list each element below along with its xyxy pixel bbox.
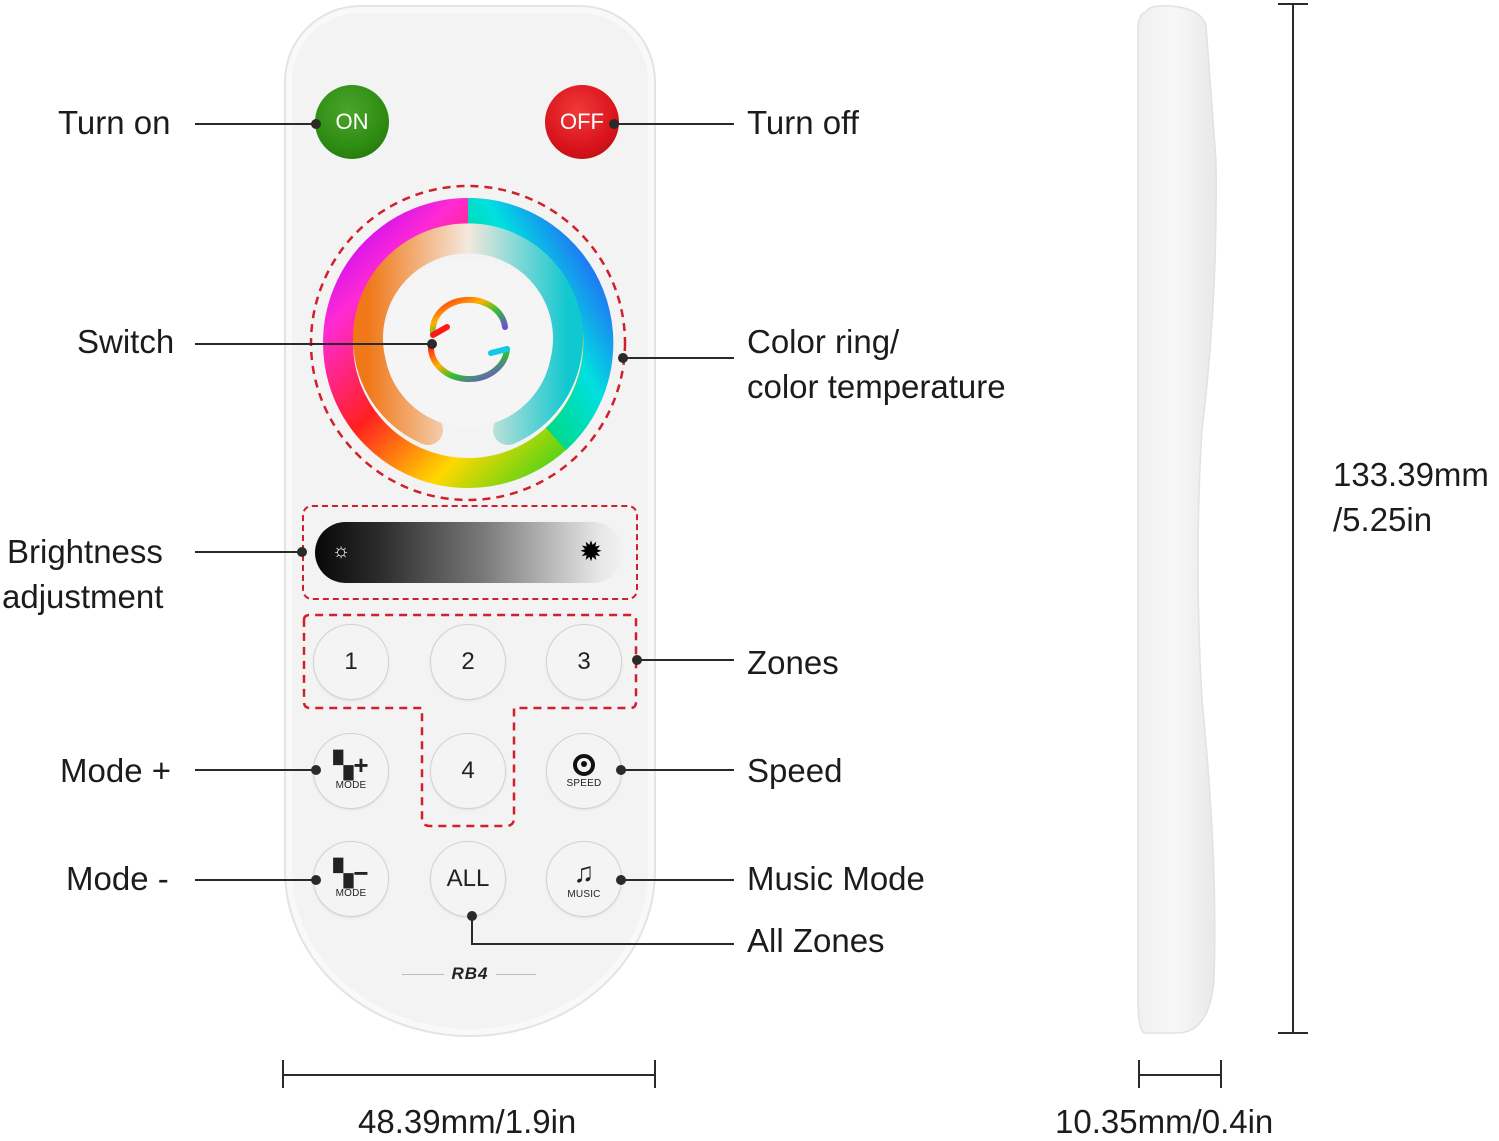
brightness-slider[interactable] xyxy=(315,522,623,583)
callout-brightness-line1: Brightness xyxy=(7,533,163,570)
switch-icon[interactable] xyxy=(425,295,515,385)
height-dimension-label-line2: /5.25in xyxy=(1333,501,1433,538)
zone-2-button[interactable]: 2 xyxy=(430,624,506,700)
thickness-dimension-tick-left xyxy=(1138,1060,1140,1088)
brightness-high-icon: ✹ xyxy=(579,536,603,567)
callout-mode-plus: Mode + xyxy=(60,752,171,789)
mode-minus-button[interactable]: ▚− MODE xyxy=(313,841,389,917)
callout-all-zones: All Zones xyxy=(747,922,885,959)
callout-zones: Zones xyxy=(747,644,839,681)
music-note-icon: ♫ xyxy=(573,856,595,888)
model-divider-left xyxy=(402,974,444,975)
leader-turn-on xyxy=(195,123,315,125)
thickness-dimension-label: 10.35mm/0.4in xyxy=(1055,1103,1274,1140)
remote-side-view xyxy=(1137,5,1217,1034)
thickness-dimension-tick-right xyxy=(1220,1060,1222,1088)
callout-mode-minus: Mode - xyxy=(66,860,169,897)
music-button[interactable]: ♫ MUSIC xyxy=(546,841,622,917)
leader-all-zones-h xyxy=(471,943,734,945)
callout-music-mode: Music Mode xyxy=(747,860,925,897)
on-button[interactable]: ON xyxy=(315,85,389,159)
leader-dot xyxy=(311,765,321,775)
all-zones-button[interactable]: ALL xyxy=(430,841,506,917)
leader-dot xyxy=(297,547,307,557)
callout-brightness-line2: adjustment xyxy=(2,578,164,615)
height-dimension-label-line1: 133.39mm xyxy=(1333,456,1489,493)
mode-plus-icon: ▚+ xyxy=(333,749,369,780)
brightness-low-icon: ☼ xyxy=(331,540,351,562)
callout-speed: Speed xyxy=(747,752,843,789)
zones-highlight xyxy=(302,613,638,828)
leader-brightness xyxy=(195,551,302,553)
height-dimension-tick-bottom xyxy=(1278,1032,1308,1034)
leader-turn-off xyxy=(614,123,734,125)
width-dimension-line xyxy=(283,1074,655,1076)
thickness-dimension-line xyxy=(1139,1074,1221,1076)
leader-dot xyxy=(311,119,321,129)
model-divider-right xyxy=(496,974,536,975)
leader-mode-plus xyxy=(195,769,315,771)
leader-dot xyxy=(427,339,437,349)
leader-zones xyxy=(637,659,734,661)
off-button-label: OFF xyxy=(560,109,604,134)
on-button-label: ON xyxy=(335,109,369,134)
callout-color-ring-line1: Color ring/ xyxy=(747,323,900,360)
leader-dot xyxy=(616,875,626,885)
width-dimension-tick-left xyxy=(282,1060,284,1088)
leader-dot xyxy=(632,655,642,665)
zone-4-button[interactable]: 4 xyxy=(430,733,506,809)
callout-switch: Switch xyxy=(77,323,175,360)
off-button[interactable]: OFF xyxy=(545,85,619,159)
callout-turn-off: Turn off xyxy=(747,104,859,141)
leader-mode-minus xyxy=(195,879,315,881)
zone-1-button[interactable]: 1 xyxy=(313,624,389,700)
leader-switch xyxy=(195,343,431,345)
callout-color-ring-line2: color temperature xyxy=(747,368,1006,405)
speedometer-icon xyxy=(573,753,595,776)
speed-button[interactable]: SPEED xyxy=(546,733,622,809)
leader-speed xyxy=(621,769,734,771)
zone-3-button[interactable]: 3 xyxy=(546,624,622,700)
width-dimension-label: 48.39mm/1.9in xyxy=(358,1103,577,1140)
leader-dot xyxy=(467,911,477,921)
leader-color-ring xyxy=(623,357,734,359)
height-dimension-tick-top xyxy=(1278,3,1308,5)
mode-minus-icon: ▚− xyxy=(333,857,369,888)
model-label: RB4 xyxy=(451,964,489,983)
leader-dot xyxy=(618,353,628,363)
leader-all-zones-v xyxy=(471,916,473,945)
height-dimension-line xyxy=(1292,4,1294,1033)
mode-plus-button[interactable]: ▚+ MODE xyxy=(313,733,389,809)
callout-turn-on: Turn on xyxy=(58,104,171,141)
leader-dot xyxy=(311,875,321,885)
leader-dot xyxy=(616,765,626,775)
leader-dot xyxy=(609,119,619,129)
leader-music-mode xyxy=(621,879,734,881)
width-dimension-tick-right xyxy=(654,1060,656,1088)
